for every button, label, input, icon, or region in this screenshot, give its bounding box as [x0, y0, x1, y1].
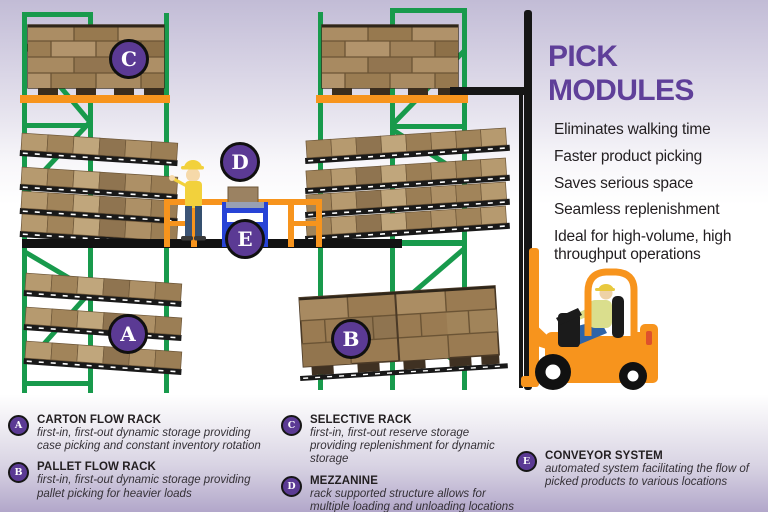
legend-title: MEZZANINE: [310, 474, 378, 487]
mezzanine-floor: [22, 239, 402, 248]
badge-c-letter: C: [121, 47, 137, 71]
benefits-panel: PICK MODULES Eliminates walking time Fas…: [548, 40, 764, 273]
legend-item-carton-flow-rack: A CARTON FLOW RACK first-in, first-out d…: [8, 414, 276, 453]
page-title: PICK MODULES: [548, 40, 694, 107]
carton-flow-rows-upper-left: [18, 132, 180, 248]
legend-item-pallet-flow-rack: B PALLET FLOW RACK first-in, first-out d…: [8, 461, 276, 500]
badge-e-letter: E: [237, 227, 253, 251]
legend-badge-a: A: [8, 415, 29, 436]
legend-title: CARTON FLOW RACK: [37, 414, 162, 426]
right-rack: [298, 8, 511, 390]
benefit-item: Seamless replenishment: [554, 201, 720, 219]
badge-b: B: [331, 319, 371, 359]
carton-flow-rows-lower-left: [22, 272, 184, 376]
legend-item-selective-rack: C SELECTIVE RACK first-in, first-out res…: [281, 414, 517, 467]
benefit-list: Eliminates walking time Faster product p…: [548, 121, 764, 265]
worker-icon: [169, 160, 206, 241]
legend-desc: first-in, first-out reserve storage prov…: [310, 427, 495, 466]
forklift-wheels: [535, 354, 647, 390]
legend-desc: first-in, first-out dynamic storage prov…: [37, 427, 261, 453]
legend-title: PALLET FLOW RACK: [37, 461, 156, 474]
badge-d-letter: D: [231, 150, 249, 174]
pallet-flow-pallet: [298, 285, 508, 381]
legend-desc: first-in, first-out dynamic storage prov…: [37, 474, 251, 500]
pallet-beam: [316, 95, 468, 103]
legend-badge-d: D: [281, 475, 302, 497]
badge-b-letter: B: [342, 327, 360, 351]
forklift-icon: [521, 248, 658, 390]
legend-desc: automated system facilitating the flow o…: [545, 463, 749, 489]
badge-e: E: [225, 219, 265, 259]
badge-a-letter: A: [120, 322, 136, 346]
legend-title: SELECTIVE RACK: [310, 414, 412, 426]
badge-c: C: [109, 39, 149, 79]
warehouse-diagram: [18, 8, 658, 393]
benefit-item: Eliminates walking time: [554, 121, 711, 138]
carton-flow-rows-upper-right: [303, 127, 511, 243]
legend-badge-c: C: [281, 415, 302, 436]
benefit-item: Saves serious space: [554, 174, 694, 192]
benefit-item: Ideal for high-volume, high throughput o…: [554, 228, 732, 264]
legend-badge-b: B: [8, 462, 29, 484]
legend-item-conveyor-system: E CONVEYOR SYSTEM automated system facil…: [516, 450, 768, 489]
legend-column-2: C SELECTIVE RACK first-in, first-out res…: [281, 414, 517, 512]
legend-column-3: E CONVEYOR SYSTEM automated system facil…: [516, 450, 768, 497]
badge-a: A: [108, 314, 148, 354]
cab-frame: [584, 268, 638, 336]
selective-stack-right: [321, 24, 459, 96]
legend-item-mezzanine: D MEZZANINE rack supported structure all…: [281, 475, 517, 512]
pallet-beam: [20, 95, 170, 103]
benefit-item: Faster product picking: [554, 147, 703, 165]
legend-title: CONVEYOR SYSTEM: [545, 450, 663, 462]
legend-desc: rack supported structure allows for mult…: [310, 487, 514, 512]
box-on-conveyor: [227, 186, 259, 204]
legend-badge-e: E: [516, 451, 537, 472]
legend-column-1: A CARTON FLOW RACK first-in, first-out d…: [8, 414, 276, 509]
badge-d: D: [220, 142, 260, 182]
left-rack: [18, 12, 184, 393]
taillight: [646, 331, 652, 345]
